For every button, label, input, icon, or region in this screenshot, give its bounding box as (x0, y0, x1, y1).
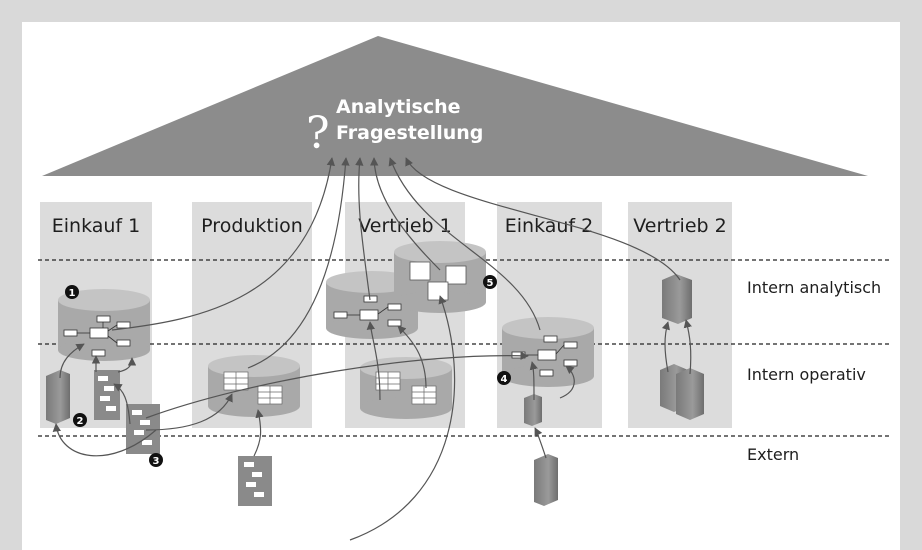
extern-box-einkauf-2 (534, 454, 558, 506)
layer-label-intern-operativ: Intern operativ (747, 365, 866, 384)
pillar-einkauf-2 (497, 202, 602, 428)
schema-icon-einkauf-1 (63, 315, 131, 357)
pillar-label-produktion: Produktion (201, 215, 303, 237)
arrow-extern-to-doc-einkauf1 (113, 383, 131, 425)
arrow-cube-to-roof (369, 157, 441, 271)
marker-1: 1 (65, 285, 79, 299)
db-cylinder-vertrieb-1-operativ (360, 357, 452, 419)
pillar-label-vertrieb-1: Vertrieb 1 (358, 215, 451, 237)
arrow-doc-to-einkauf1-b (117, 357, 137, 373)
arrow-operativ-to-vertrieb1 (366, 321, 381, 401)
svg-text:4: 4 (501, 374, 508, 385)
svg-text:2: 2 (77, 416, 84, 427)
arrow-box-to-einkauf1 (59, 343, 85, 379)
document-stack-extern-produktion (238, 456, 272, 506)
arrow-extern-to-einkauf2 (534, 427, 547, 459)
operational-boxes-vertrieb-2 (660, 364, 704, 420)
arrow-einkauf1-to-roof (111, 157, 335, 331)
roof (42, 36, 868, 176)
svg-text:5: 5 (487, 278, 494, 289)
dwh-cylinder-einkauf-1 (58, 289, 150, 361)
question-mark-icon: ? (306, 108, 330, 159)
svg-text:1: 1 (69, 288, 76, 299)
layer-label-extern: Extern (747, 445, 799, 464)
flow-arrows (52, 157, 692, 541)
arrow-extern-to-vertrieb1 (349, 295, 456, 541)
arrow-vertrieb2-to-roof (405, 157, 681, 281)
document-stack-extern-einkauf-1 (126, 404, 160, 454)
analytic-box-vertrieb-2 (662, 274, 692, 324)
roof-title-line2: Fragestellung (336, 122, 483, 144)
marker-4: 4 (497, 371, 511, 385)
operational-box-einkauf-2 (524, 394, 542, 426)
pillar-label-vertrieb-2: Vertrieb 2 (633, 215, 726, 237)
arrow-extern-to-produktion (145, 393, 233, 431)
arrow-vertrieb1-to-roof (355, 157, 371, 301)
arrow-extern-to-box-einkauf1 (52, 423, 157, 457)
pillar-label-einkauf-1: Einkauf 1 (52, 215, 141, 237)
operational-box-einkauf-1 (46, 370, 70, 424)
table-icon-produktion (223, 371, 283, 405)
roof-title-line1: Analytische (336, 96, 461, 118)
arrow-extern-doc-to-produktion (253, 409, 264, 457)
marker-5: 5 (483, 275, 497, 289)
schema-icon-vertrieb-1 (333, 295, 402, 327)
arrow-vertrieb2-up-1 (661, 321, 670, 373)
marker-2: 2 (73, 413, 87, 427)
arrow-vertrieb2-up-2 (683, 319, 692, 375)
arrow-einkauf2-internal (559, 365, 575, 399)
olap-cube-icons (409, 261, 467, 301)
document-stack-einkauf-1 (94, 370, 120, 420)
table-icon-vertrieb-1 (375, 371, 437, 405)
layer-label-intern-analytisch: Intern analytisch (747, 278, 881, 297)
marker-3: 3 (149, 453, 163, 467)
svg-text:3: 3 (153, 456, 160, 467)
pillar-label-einkauf-2: Einkauf 2 (505, 215, 594, 237)
arrow-table-to-schema-vertrieb1 (397, 325, 427, 389)
arrow-box-to-schema-einkauf2 (529, 361, 538, 401)
arrow-produktion-to-roof (247, 157, 350, 369)
arrow-einkauf2-to-roof (388, 157, 541, 331)
arrow-einkauf1-to-einkauf2 (145, 351, 529, 419)
